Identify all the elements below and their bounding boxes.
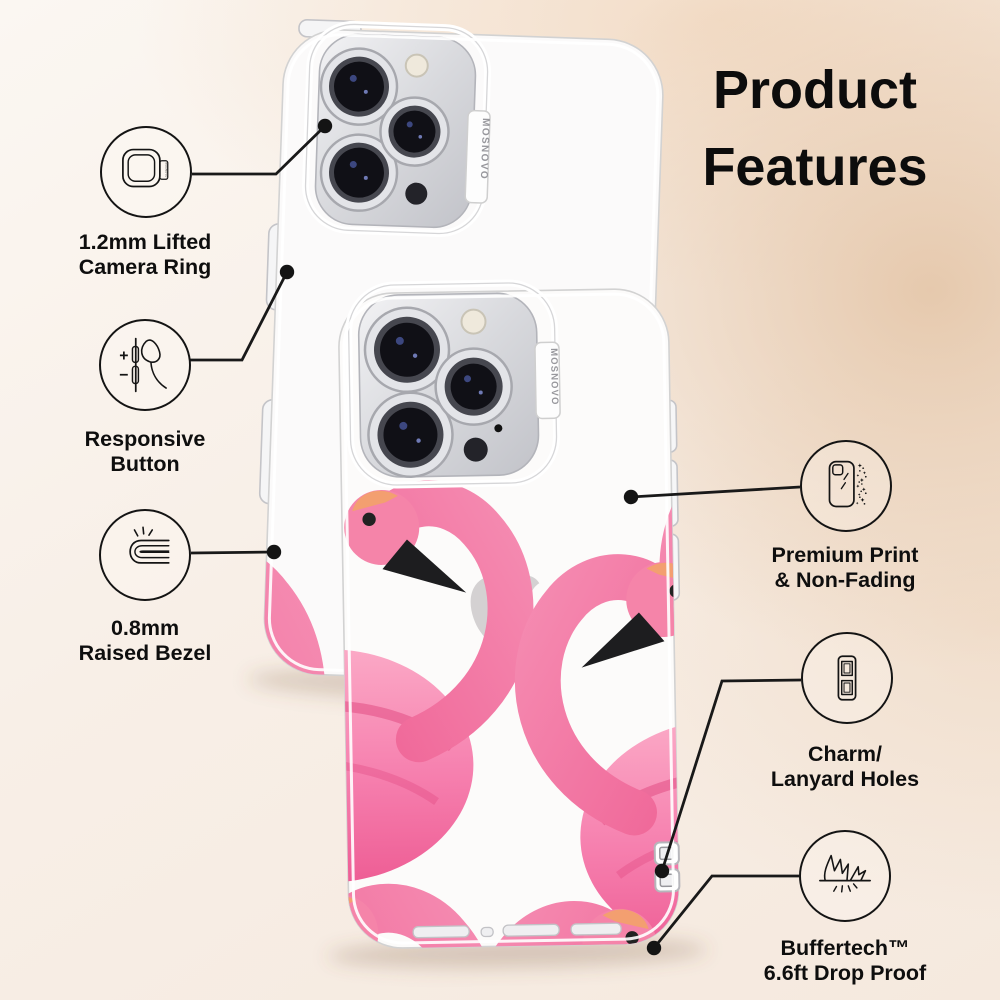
sparkle-specks <box>855 463 867 505</box>
brand-text: MOSNOVO <box>478 118 491 180</box>
feature-label: Charm/Lanyard Holes <box>770 742 920 791</box>
plus-glyph: + <box>119 347 128 364</box>
lanyard-holes-icon <box>801 632 893 724</box>
callout-lines <box>190 124 802 949</box>
lidar-sensor <box>463 437 488 462</box>
front-camera-module <box>357 292 540 479</box>
bottom-port-slots <box>412 922 622 939</box>
camera-lens <box>319 47 399 126</box>
camera-lens <box>434 347 513 426</box>
callout-line-camera-ring <box>192 124 326 176</box>
camera-flash <box>404 53 429 78</box>
callout-line-responsive-button <box>190 271 289 362</box>
back-mosnovo-tab: MOSNOVO <box>464 109 491 204</box>
callout-line-raised-bezel <box>190 550 275 555</box>
camera-mic <box>494 424 503 433</box>
drop-proof-icon <box>799 830 891 922</box>
callout-line-lanyard <box>660 678 802 872</box>
front-phone-case: MOSNOVO <box>327 279 708 969</box>
front-case-rim <box>342 292 675 945</box>
raised-bezel-icon <box>99 509 191 601</box>
brand-text: MOSNOVO <box>548 348 560 406</box>
feature-label: Premium Print& Non-Fading <box>771 543 919 592</box>
responsive-button-icon: + − <box>99 319 191 411</box>
callout-line-premium-print <box>630 485 801 499</box>
front-mosnovo-tab: MOSNOVO <box>534 341 561 420</box>
camera-lens <box>379 96 450 167</box>
camera-lens <box>319 133 399 212</box>
lidar-sensor <box>405 182 428 205</box>
callout-line-drop-proof <box>652 874 799 949</box>
back-camera-module <box>314 33 477 229</box>
premium-print-icon <box>800 440 892 532</box>
minus-glyph: − <box>119 367 128 384</box>
camera-lens <box>363 306 451 394</box>
callout-dots <box>266 118 670 956</box>
brand-text: MOSNOVO <box>164 162 168 177</box>
camera-ring-icon: MOSNOVO <box>100 126 192 218</box>
page-title: Product Features <box>702 60 928 197</box>
camera-lens <box>367 391 454 479</box>
camera-flash <box>460 308 487 335</box>
